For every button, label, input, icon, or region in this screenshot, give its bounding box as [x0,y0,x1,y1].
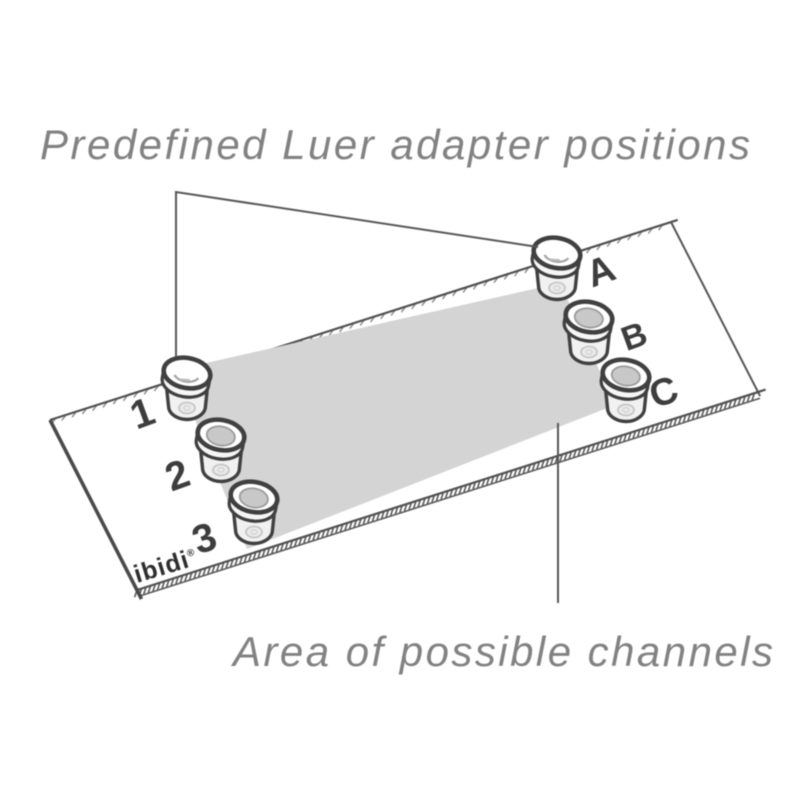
svg-text:Predefined Luer adapter positi: Predefined Luer adapter positions [40,121,750,168]
svg-text:Area of possible channels: Area of possible channels [230,628,773,675]
